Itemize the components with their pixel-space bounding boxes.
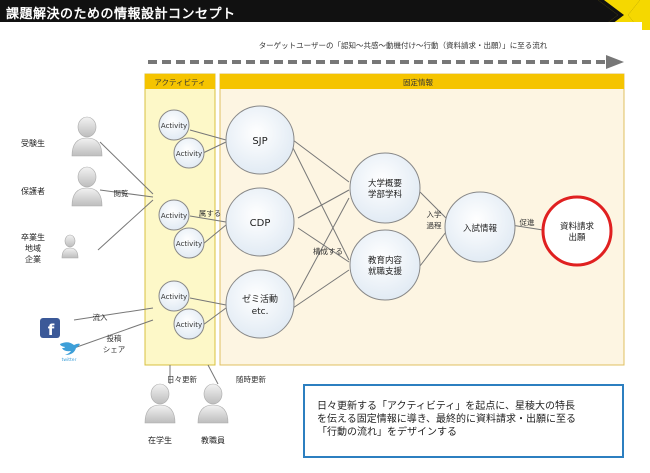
activity-panel-header [145,74,215,89]
person-graduate-icon [61,234,79,259]
education-content-label-1: 教育内容 [368,255,403,266]
info-connection-lines [292,139,544,309]
concept-diagram: ターゲットユーザーの「認知〜共感〜動機付け〜行動（資料請求・出願）」に至る流れ … [21,40,625,445]
activity-circles: Activity Activity Activity Activity Acti… [158,109,205,340]
exam-info-label: 入試情報 [463,223,498,234]
summary-line-1: 日々更新する「アクティビティ」を起点に、星稜大の特長 [317,401,575,412]
activity-node-5-label: Activity [161,293,187,301]
twitter-bird-icon: twitter [60,342,80,363]
activity-node-4-label: Activity [176,240,202,248]
user-staff-label: 教職員 [201,435,225,445]
user-student-label: 在学生 [148,435,172,445]
person-staff-icon [197,383,229,424]
header-bar: 課題解決のための情報設計コンセプト [0,0,650,30]
edge-label-browse: 閲覧 [114,188,129,198]
activity-node-6[interactable] [173,308,205,340]
document-request-node[interactable] [541,195,613,267]
activity-connection-lines [189,129,227,326]
edge-label-entrance-1: 入学 [427,209,442,219]
person-student-icon [144,383,176,424]
activity-node-5[interactable] [158,280,190,312]
edge-label-ad-hoc-update: 随時更新 [236,374,266,384]
activity-node-1-label: Activity [161,122,187,130]
edge-label-promote: 促進 [520,218,535,227]
person-examinee-icon [71,116,103,157]
summary-line-2: を伝える固定情報に導き、最終的に資料請求・出願に至る [317,414,576,425]
edge-label-post-2: シェア [103,345,126,354]
document-request-label-1: 資料請求 [560,221,595,232]
activity-node-3[interactable] [158,199,190,231]
edge-label-belongs: 属する [199,209,222,218]
fixed-info-panel-header [220,74,624,89]
user-graduate-label-1: 卒業生 [21,232,45,242]
flow-arrowhead [606,55,624,69]
user-examinee-label: 受験生 [21,138,45,148]
edge-label-daily-update: 日々更新 [167,374,197,384]
activity-node-4[interactable] [173,227,205,259]
sjp-node[interactable] [225,105,295,175]
seminar-node-label-2: etc. [252,307,269,317]
university-overview-label-2: 学部学科 [368,189,403,200]
flow-label: ターゲットユーザーの「認知〜共感〜動機付け〜行動（資料請求・出願）」に至る流れ [259,40,548,50]
user-graduate-label-2: 地域 [25,243,41,253]
activity-node-6-label: Activity [176,321,202,329]
sjp-node-label: SJP [252,136,267,147]
university-overview-label-1: 大学概要 [368,178,403,189]
user-guardian-label: 保護者 [21,186,45,196]
activity-node-3-label: Activity [161,212,187,220]
summary-line-3: 「行動の流れ」をデザインする [317,427,457,438]
seminar-node-label-1: ゼミ活動 [242,293,278,305]
activity-node-1[interactable] [158,109,190,141]
cdp-node[interactable] [225,187,295,257]
user-connection-lines [73,141,219,385]
fixed-info-panel-title: 固定情報 [403,77,433,87]
user-graduate-label-3: 企業 [25,254,41,264]
twitter-label: twitter [62,357,77,363]
university-overview-node[interactable] [349,152,421,224]
activity-panel-title: アクティビティ [154,78,205,87]
edge-label-inflow: 流入 [93,312,108,322]
page-title: 課題解決のための情報設計コンセプト [6,7,236,22]
edge-label-post-1: 投稿 [107,333,122,343]
education-content-label-2: 就職支援 [368,266,403,277]
seminar-node[interactable] [225,269,295,339]
cdp-node-label: CDP [250,218,271,229]
facebook-glyph: f [48,321,55,339]
activity-node-2-label: Activity [176,150,202,158]
document-request-label-2: 出願 [568,232,586,243]
edge-label-entrance-2: 過程 [427,220,442,230]
education-content-node[interactable] [349,229,421,301]
exam-info-node[interactable] [444,191,516,263]
edge-label-composes: 構成する [313,246,343,256]
activity-node-2[interactable] [173,137,205,169]
summary-box: 日々更新する「アクティビティ」を起点に、星稜大の特長 を伝える固定情報に導き、最… [303,384,624,458]
person-guardian-icon [71,166,103,207]
facebook-icon: f [40,318,60,339]
